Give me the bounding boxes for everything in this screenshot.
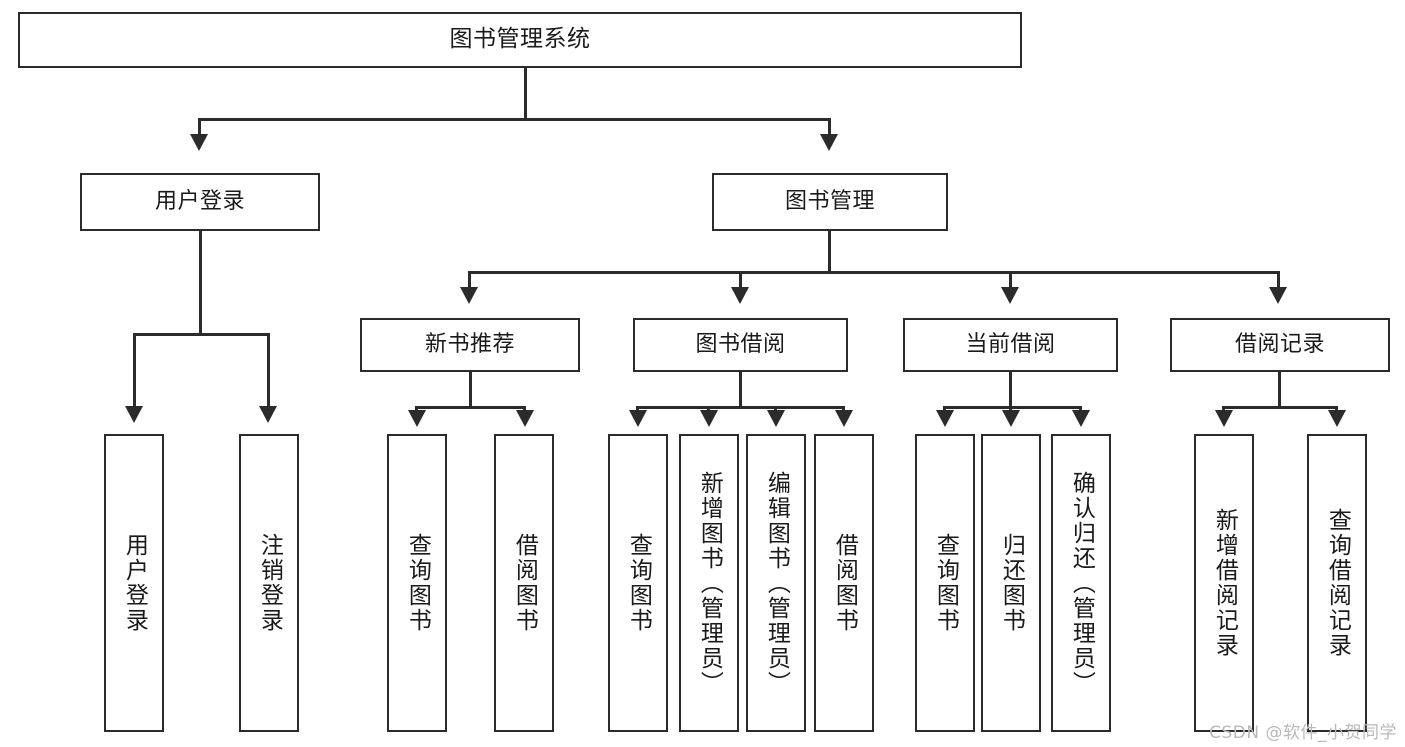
node-label: 新书推荐 — [424, 331, 515, 357]
arrow-to-leaf-borrow-book-2 — [835, 410, 853, 427]
leaf-query-book-3[interactable]: 查询图书 — [915, 434, 975, 732]
edge-l3-drop-3 — [1009, 271, 1012, 289]
arrow-to-borrow-record — [1269, 287, 1287, 304]
leaf-borrow-book-1[interactable]: 借阅图书 — [494, 434, 554, 732]
leaf-query-book-1[interactable]: 查询图书 — [387, 434, 447, 732]
edge-new-book-rec-stem — [469, 372, 472, 408]
edge-book-manage-stem — [828, 231, 831, 273]
node-current-borrow[interactable]: 当前借阅 — [903, 318, 1118, 372]
arrow-to-leaf-query-book-3 — [936, 410, 954, 427]
leaf-label: 查询图书 — [404, 533, 431, 633]
edge-root-drop-left — [198, 118, 201, 136]
arrow-to-leaf-query-book-1 — [408, 410, 426, 427]
leaf-label: 注销登录 — [256, 533, 283, 633]
leaf-label: 新增借阅记录 — [1211, 508, 1238, 658]
leaf-label: 查询图书 — [625, 533, 652, 633]
edge-user-login-bus — [133, 333, 270, 336]
arrow-to-current-borrow — [1001, 287, 1019, 304]
leaf-label: 归还图书 — [998, 533, 1025, 633]
leaf-label: 借阅图书 — [511, 533, 538, 633]
edge-user-login-drop-2 — [267, 333, 270, 408]
leaf-label: 确认归还（管理员） — [1068, 470, 1095, 696]
arrow-to-leaf-borrow-book-1 — [516, 410, 534, 427]
leaf-label: 查询图书 — [932, 533, 959, 633]
edge-new-book-rec-bus — [415, 406, 526, 409]
leaf-return-book[interactable]: 归还图书 — [981, 434, 1041, 732]
edge-borrow-record-bus — [1222, 406, 1338, 409]
node-label: 图书借阅 — [695, 331, 786, 357]
arrow-to-leaf-user-logout — [259, 406, 277, 423]
leaf-add-book[interactable]: 新增图书（管理员） — [679, 434, 739, 732]
leaf-label: 借阅图书 — [831, 533, 858, 633]
leaf-user-login[interactable]: 用户登录 — [104, 434, 164, 732]
edge-borrow-record-stem — [1278, 372, 1281, 408]
node-borrow-record[interactable]: 借阅记录 — [1170, 318, 1390, 372]
edge-current-borrow-stem — [1009, 372, 1012, 408]
edge-current-borrow-bus — [943, 406, 1082, 409]
leaf-label: 查询借阅记录 — [1324, 508, 1351, 658]
edge-user-login-drop-1 — [133, 333, 136, 408]
node-book-borrow[interactable]: 图书借阅 — [633, 318, 848, 372]
leaf-label: 用户登录 — [121, 533, 148, 633]
leaf-query-book-2[interactable]: 查询图书 — [608, 434, 668, 732]
edge-l3-drop-2 — [739, 271, 742, 289]
node-label: 图书管理系统 — [449, 26, 591, 53]
node-label: 借阅记录 — [1234, 331, 1325, 357]
arrow-to-user-login — [190, 134, 208, 151]
arrow-to-leaf-return-book — [1002, 410, 1020, 427]
node-book-manage[interactable]: 图书管理 — [712, 173, 948, 231]
edge-l3-drop-1 — [468, 271, 471, 289]
arrow-to-leaf-query-book-2 — [629, 410, 647, 427]
leaf-add-record[interactable]: 新增借阅记录 — [1194, 434, 1254, 732]
arrow-to-new-book-rec — [460, 287, 478, 304]
leaf-label: 新增图书（管理员） — [696, 470, 723, 696]
node-label: 用户登录 — [154, 188, 245, 214]
edge-root-bus — [198, 118, 830, 121]
edge-root-stem — [524, 68, 527, 120]
arrow-to-leaf-user-login — [125, 406, 143, 423]
edge-user-login-stem — [199, 231, 202, 335]
arrow-to-book-borrow — [731, 287, 749, 304]
arrow-to-leaf-add-record — [1215, 410, 1233, 427]
edge-book-borrow-bus — [636, 406, 845, 409]
edge-book-borrow-stem — [739, 372, 742, 408]
edge-book-manage-bus — [468, 271, 1280, 274]
arrow-to-book-manage — [820, 134, 838, 151]
leaf-borrow-book-2[interactable]: 借阅图书 — [814, 434, 874, 732]
arrow-to-leaf-query-record — [1328, 410, 1346, 427]
leaf-query-record[interactable]: 查询借阅记录 — [1307, 434, 1367, 732]
leaf-edit-book[interactable]: 编辑图书（管理员） — [746, 434, 806, 732]
leaf-confirm-return[interactable]: 确认归还（管理员） — [1051, 434, 1111, 732]
arrow-to-leaf-edit-book — [767, 410, 785, 427]
arrow-to-leaf-add-book — [700, 410, 718, 427]
csdn-watermark: CSDN @软件_小贺同学 — [1209, 723, 1397, 743]
leaf-label: 编辑图书（管理员） — [763, 470, 790, 696]
leaf-user-logout[interactable]: 注销登录 — [239, 434, 299, 732]
node-label: 图书管理 — [784, 188, 875, 214]
edge-root-drop-right — [828, 118, 831, 136]
arrow-to-leaf-confirm-return — [1072, 410, 1090, 427]
node-user-login[interactable]: 用户登录 — [80, 173, 320, 231]
node-label: 当前借阅 — [965, 331, 1056, 357]
node-system-root[interactable]: 图书管理系统 — [18, 12, 1022, 68]
edge-l3-drop-4 — [1277, 271, 1280, 289]
node-new-book-rec[interactable]: 新书推荐 — [360, 318, 580, 372]
